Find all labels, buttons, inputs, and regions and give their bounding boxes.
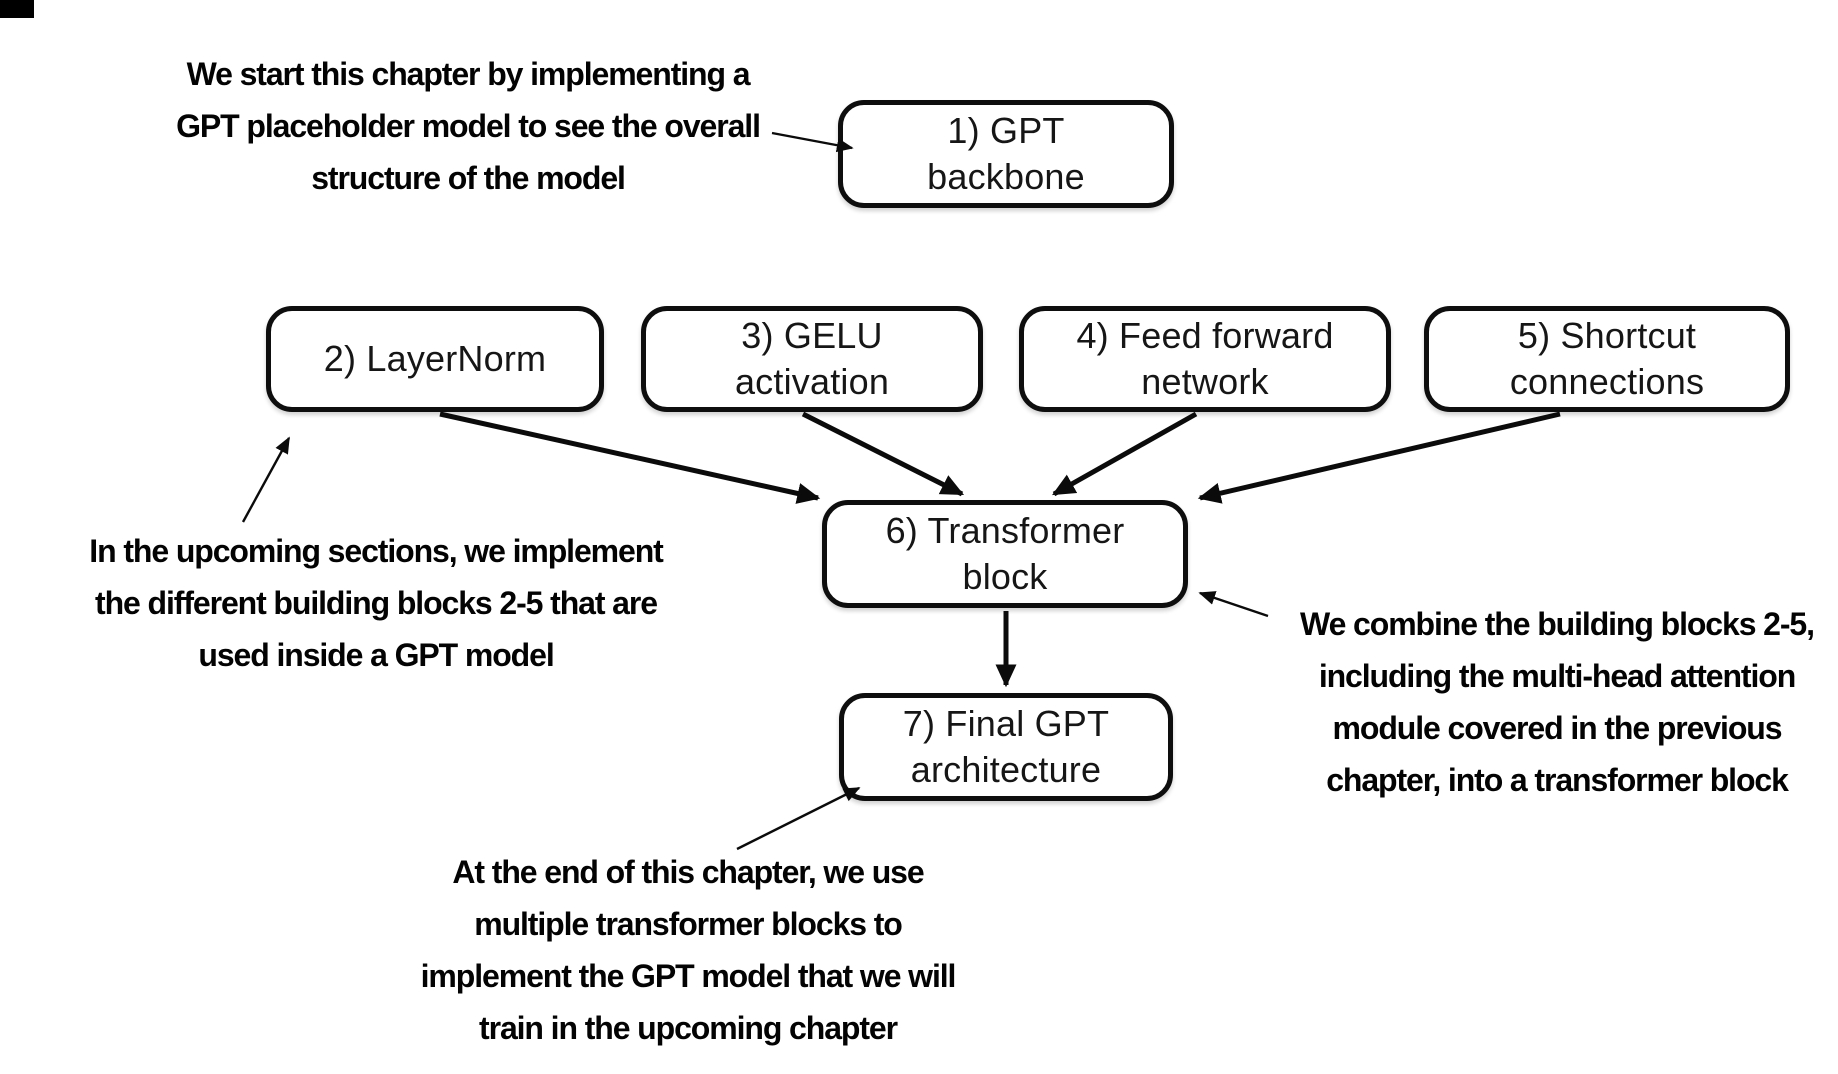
arrow-gelu-to-transformer-block [801,411,965,497]
arrow-note-to-transformer-block [1198,591,1269,618]
box-feed-forward-network-label: 4) Feed forward network [1076,315,1334,402]
box-gelu-activation: 3) GELU activation [641,306,983,412]
box-transformer-block: 6) Transformer block [822,500,1188,608]
box-transformer-block-label: 6) Transformer block [885,510,1125,597]
annotation-final-architecture-note: At the end of this chapter, we use multi… [420,854,957,1046]
annotation-transformer-block-note: We combine the building blocks 2-5, incl… [1300,606,1815,798]
box-layernorm: 2) LayerNorm [266,306,604,412]
box-gpt-backbone: 1) GPT backbone [838,100,1174,208]
arrow-note-to-final-gpt [736,786,861,851]
box-layernorm-label: 2) LayerNorm [323,338,547,379]
arrow-layernorm-to-transformer-block [439,411,821,504]
box-gelu-activation-label: 3) GELU activation [734,315,890,402]
box-shortcut-connections-label: 5) Shortcut connections [1509,315,1705,402]
arrow-shortcut-to-transformer-block [1197,411,1561,504]
annotation-building-blocks-note: In the upcoming sections, we implement t… [89,533,664,673]
arrow-note-to-layernorm [241,436,291,523]
arrow-feed-forward-to-transformer-block [1051,411,1198,497]
corner-artifact [0,0,34,18]
box-final-gpt-architecture: 7) Final GPT architecture [839,693,1173,801]
box-final-gpt-architecture-label: 7) Final GPT architecture [902,703,1110,790]
box-shortcut-connections: 5) Shortcut connections [1424,306,1790,412]
box-gpt-backbone-label: 1) GPT backbone [927,110,1085,197]
annotation-gpt-backbone-note: We start this chapter by implementing a … [176,56,761,196]
box-feed-forward-network: 4) Feed forward network [1019,306,1391,412]
